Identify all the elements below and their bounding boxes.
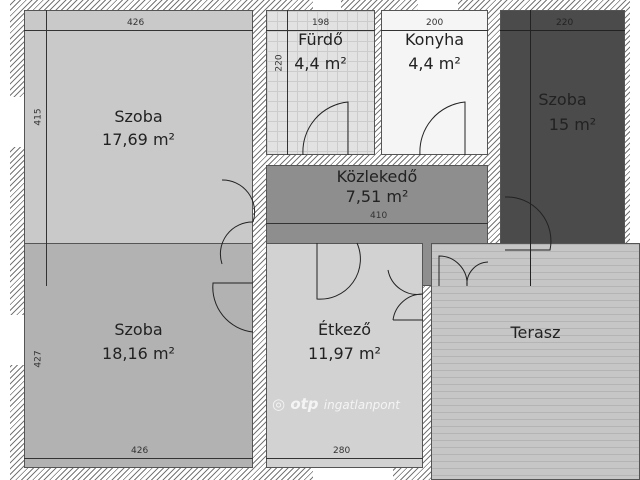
- door-szoba-2: [504, 196, 552, 251]
- window: [313, 468, 393, 480]
- room-name: Étkező: [317, 320, 372, 339]
- dimension-label: 200: [426, 18, 444, 28]
- room-name: Szoba: [114, 320, 163, 339]
- dimension-line: [530, 10, 531, 286]
- dimension-line: [266, 223, 488, 224]
- room-area: 7,51 m²: [345, 187, 409, 206]
- room-szoba-3: Szoba 18,16 m²: [24, 243, 253, 468]
- room-area: 4,4 m²: [408, 54, 461, 73]
- window: [10, 97, 24, 147]
- door-szoba-1: [219, 179, 256, 265]
- door-kozlekedo: [438, 255, 489, 287]
- dimension-label: 220: [556, 18, 574, 28]
- watermark-logo: ◎ otp ingatlanpont: [272, 395, 400, 413]
- room-konyha: Konyha 4,4 m²: [381, 10, 488, 155]
- door-etkezo-top: [316, 242, 361, 300]
- dimension-line: [266, 458, 423, 459]
- room-name: Terasz: [510, 323, 561, 342]
- room-area: 18,16 m²: [102, 344, 175, 363]
- dimension-label: 410: [370, 211, 388, 221]
- dimension-line: [500, 30, 625, 31]
- room-name: Szoba: [538, 90, 587, 109]
- watermark-text: ingatlanpont: [323, 398, 400, 412]
- room-terasz: Terasz: [431, 243, 640, 480]
- room-area: 15 m²: [548, 115, 597, 134]
- dimension-line: [266, 30, 375, 31]
- door-szoba-3: [212, 282, 254, 333]
- dimension-label: 426: [127, 18, 145, 28]
- room-name: Fürdő: [298, 30, 343, 49]
- door-konyha: [419, 101, 466, 156]
- room-name: Konyha: [404, 30, 465, 49]
- dimension-line: [46, 10, 47, 286]
- dimension-line: [287, 10, 288, 155]
- watermark-brand: otp: [290, 395, 319, 413]
- room-etkezo: Étkező 11,97 m²: [266, 243, 423, 468]
- door-furdo: [302, 101, 349, 156]
- dimension-label: 198: [312, 18, 330, 28]
- room-name: Szoba: [114, 107, 163, 126]
- dimension-label: 426: [131, 446, 149, 456]
- room-area: 17,69 m²: [102, 130, 175, 149]
- dimension-label: 280: [333, 446, 351, 456]
- room-area: 11,97 m²: [308, 344, 381, 363]
- window: [10, 315, 24, 365]
- window: [418, 0, 458, 10]
- window: [313, 0, 341, 10]
- dimension-line: [381, 30, 488, 31]
- room-area: 4,4 m²: [294, 54, 347, 73]
- room-szoba-2: Szoba 15 m²: [500, 10, 625, 286]
- dimension-line: [24, 458, 253, 459]
- room-name: Közlekedő: [336, 167, 418, 186]
- dimension-line: [24, 30, 253, 31]
- room-furdo: Fürdő 4,4 m²: [266, 10, 375, 155]
- door-terasz: [387, 269, 424, 321]
